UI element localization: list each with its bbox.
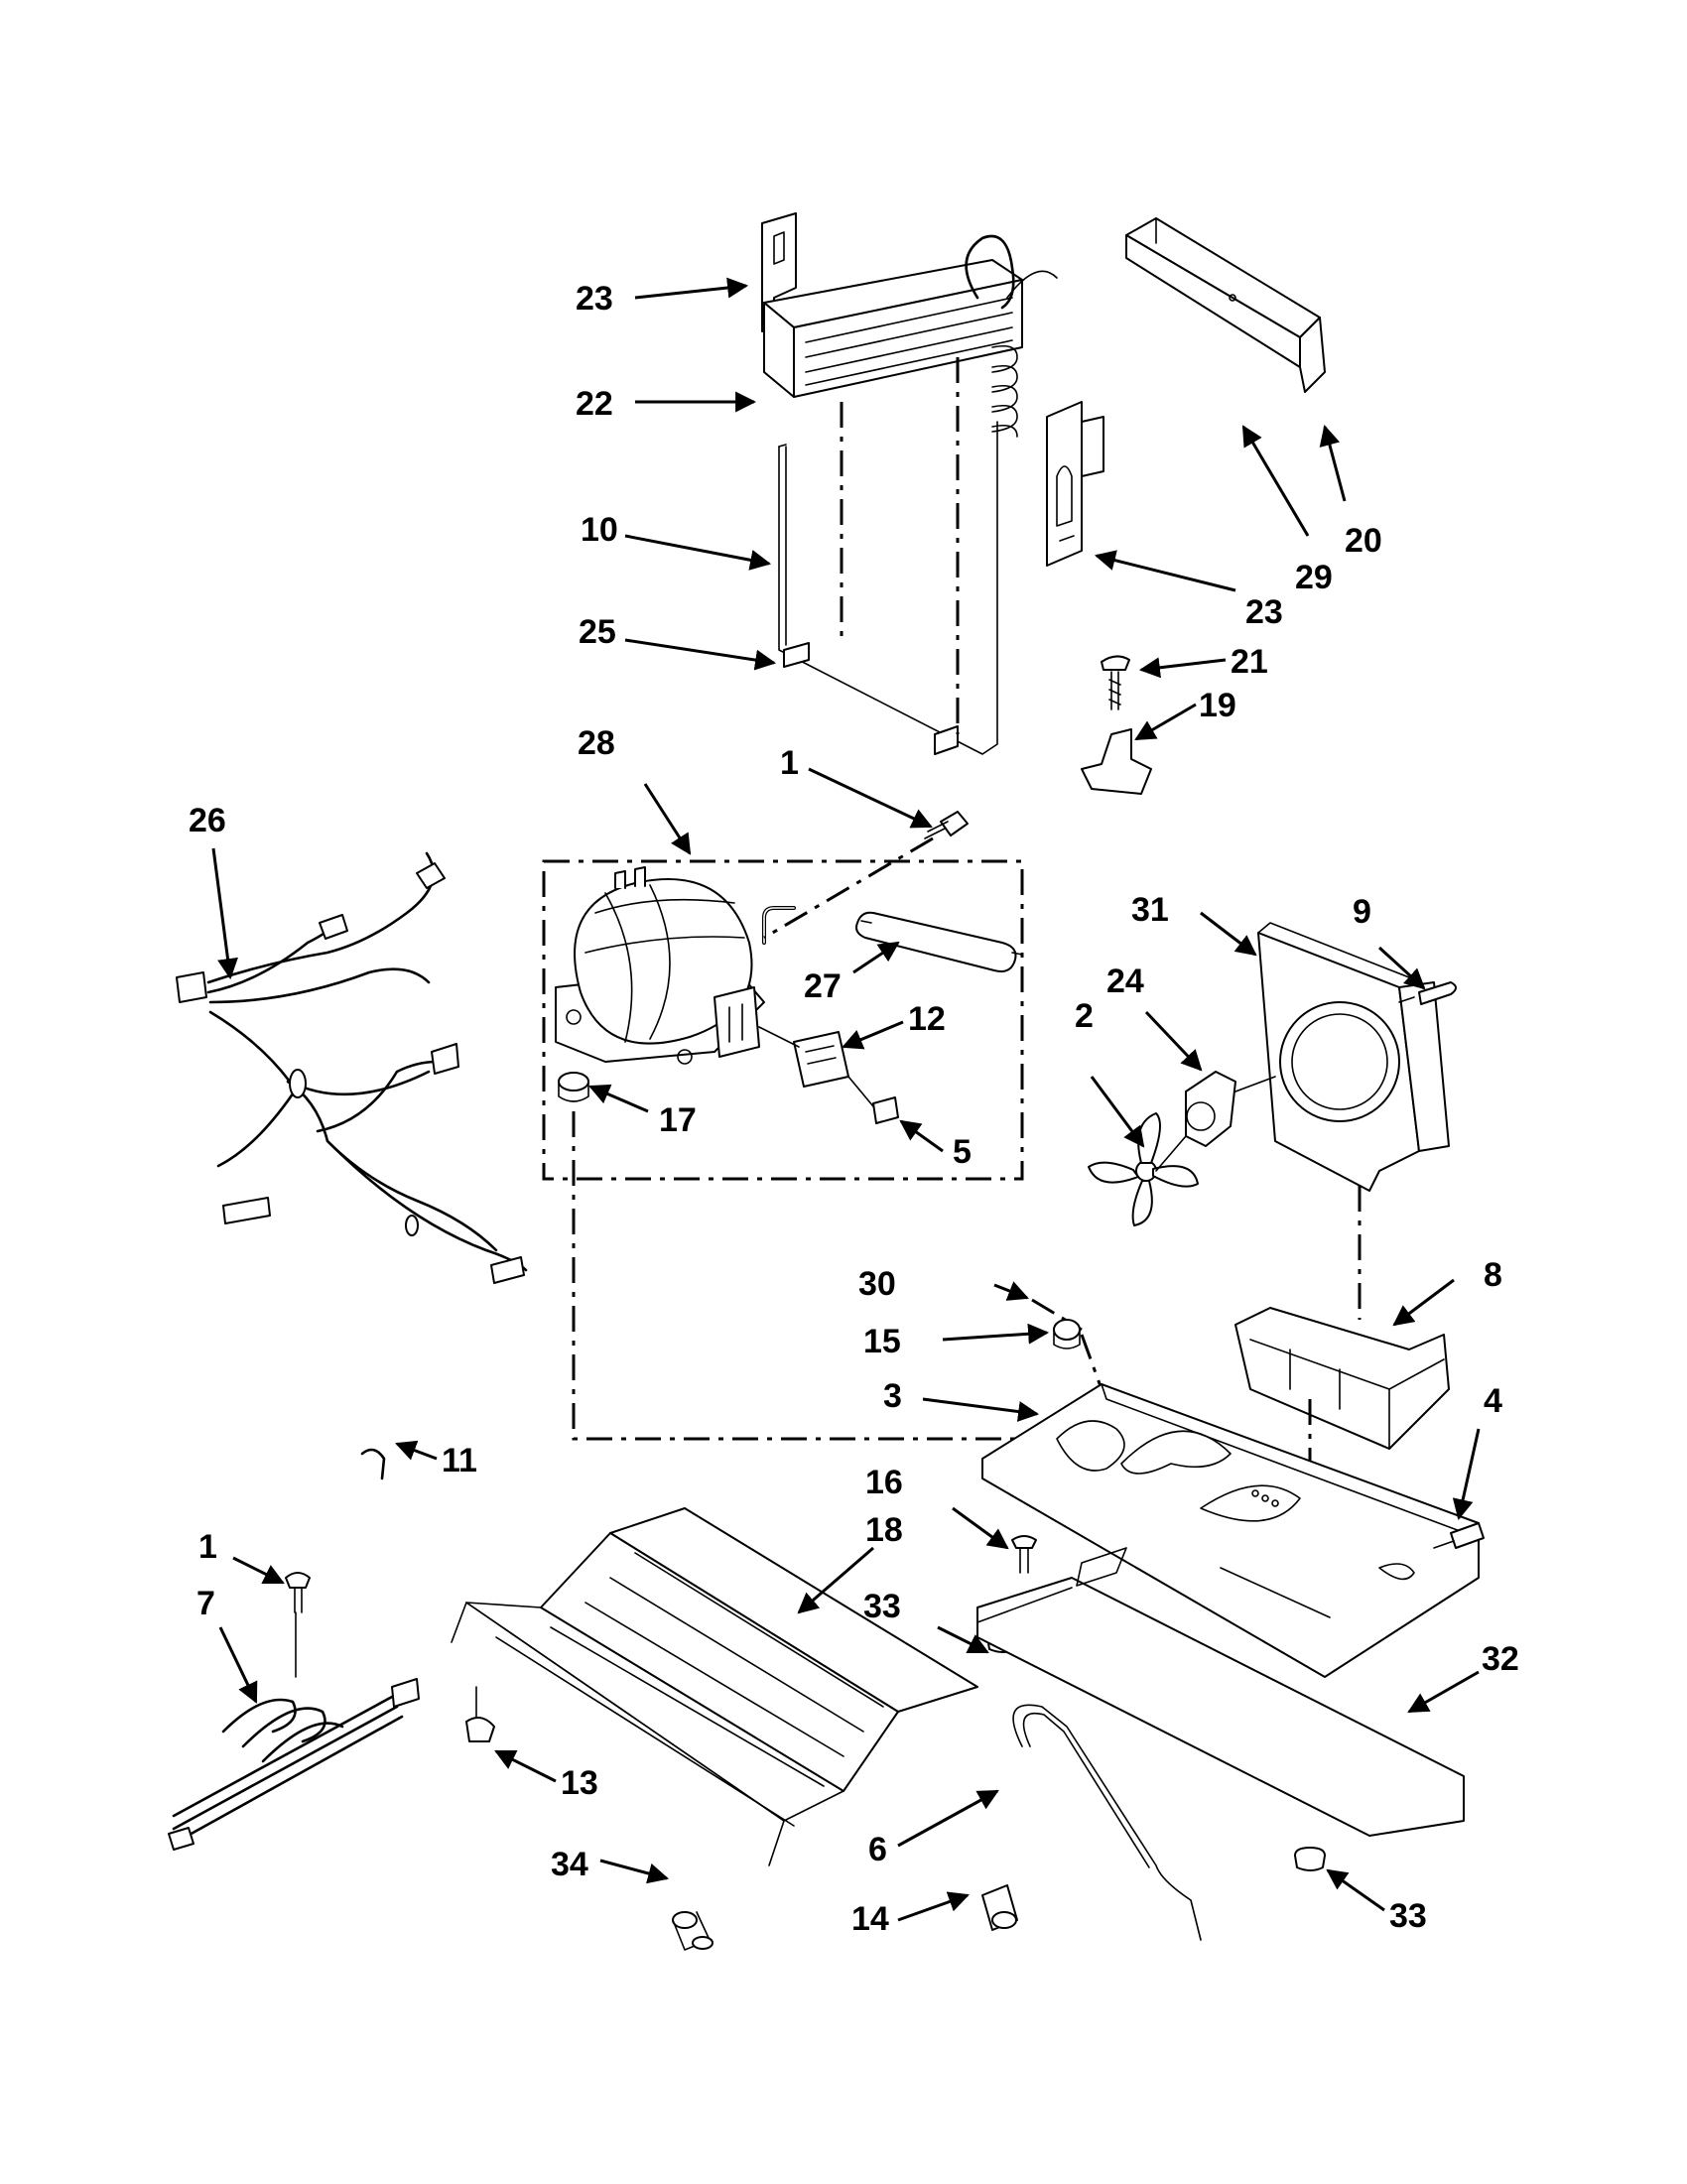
callout-15: 15 <box>863 1323 901 1360</box>
callout-17: 17 <box>659 1101 697 1139</box>
bolt-lower <box>285 1572 311 1613</box>
callout-leaders <box>211 277 1481 1922</box>
condenser <box>451 1507 978 1866</box>
alignment-line <box>572 1111 1052 1441</box>
callout-10: 10 <box>581 511 618 549</box>
callout-29: 29 <box>1295 559 1333 596</box>
callout-32: 32 <box>1482 1640 1519 1678</box>
condenser-coil <box>763 234 1058 438</box>
callout-27: 27 <box>804 967 842 1005</box>
callout-8: 8 <box>1484 1256 1502 1294</box>
callout-12: 12 <box>908 1000 946 1038</box>
rubber-grommet <box>1053 1319 1081 1349</box>
base-plate <box>981 1383 1480 1678</box>
defrost-heater <box>778 421 998 755</box>
callout-7: 7 <box>196 1585 215 1622</box>
callout-18: 18 <box>865 1511 903 1549</box>
base-screw <box>1433 1522 1485 1549</box>
condenser-cover <box>1125 217 1326 393</box>
callout-16: 16 <box>865 1464 903 1501</box>
hinge-bracket <box>1081 728 1152 795</box>
callout-22: 22 <box>576 385 613 423</box>
callout-6: 6 <box>868 1831 887 1868</box>
alignment-line <box>763 836 934 940</box>
callout-2: 2 <box>1075 997 1094 1035</box>
callout-24: 24 <box>1106 963 1144 1000</box>
drain-tube <box>1012 1704 1202 1941</box>
callout-5: 5 <box>953 1133 972 1171</box>
callout-34: 34 <box>551 1846 588 1883</box>
callout-labels: 23 22 10 25 20 29 23 21 19 28 1 26 27 12… <box>189 280 1519 1938</box>
callout-31: 31 <box>1131 891 1169 929</box>
callout-9: 9 <box>1353 893 1371 931</box>
condenser-bracket-right <box>1046 401 1104 567</box>
fan-shroud <box>1257 922 1450 1192</box>
callout-26: 26 <box>189 802 226 839</box>
leveling-foot-lower <box>1294 1847 1326 1871</box>
bolt <box>924 811 969 839</box>
fan-bracket <box>1234 1307 1450 1450</box>
callout-23: 23 <box>576 280 613 318</box>
callout-3: 3 <box>883 1377 902 1415</box>
relay-connector <box>847 1076 899 1124</box>
callout-21: 21 <box>1231 643 1268 681</box>
callout-1: 1 <box>198 1528 217 1566</box>
callout-33: 33 <box>863 1588 901 1625</box>
callout-19: 19 <box>1199 687 1236 724</box>
start-relay <box>758 1026 849 1088</box>
condenser-clip <box>465 1686 495 1742</box>
base-screw-small <box>1011 1535 1037 1574</box>
tube-sleeve <box>981 1884 1018 1931</box>
callout-4: 4 <box>1484 1382 1502 1420</box>
fan-motor <box>1185 1071 1276 1147</box>
callout-11: 11 <box>442 1442 477 1479</box>
wire-clip <box>360 1448 386 1480</box>
callout-25: 25 <box>579 613 616 651</box>
shroud-screw <box>1398 981 1457 1005</box>
compressor-assembly-boundary <box>542 859 1024 1181</box>
fan-blade <box>1088 1112 1199 1226</box>
tube-grommet <box>672 1911 714 1951</box>
callout-1: 1 <box>780 744 799 782</box>
callout-23: 23 <box>1245 593 1283 631</box>
callout-20: 20 <box>1345 522 1382 560</box>
callout-13: 13 <box>561 1764 598 1802</box>
compressor <box>555 866 796 1065</box>
callout-30: 30 <box>858 1265 896 1303</box>
callout-33: 33 <box>1389 1897 1427 1935</box>
grommet <box>558 1072 589 1102</box>
callout-14: 14 <box>851 1900 889 1938</box>
power-cord-harness <box>168 1611 420 1851</box>
alignment-line <box>1080 1334 1103 1390</box>
alignment-line <box>1031 1298 1083 1332</box>
mounting-screw <box>1101 655 1130 710</box>
filter-drier <box>855 911 1023 972</box>
wiring-harness <box>176 851 528 1284</box>
callout-28: 28 <box>578 724 615 762</box>
